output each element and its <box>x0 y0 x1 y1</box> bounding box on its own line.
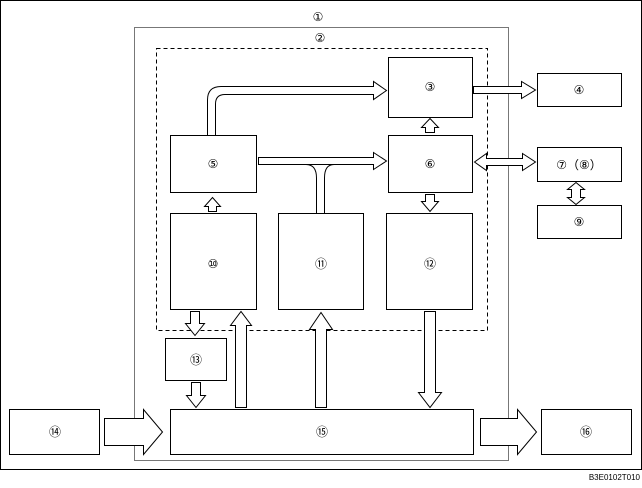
block-4 <box>537 73 622 107</box>
arrow-3-to-4 <box>473 80 537 100</box>
label-11: ⑪ <box>315 257 327 271</box>
label-16: ⑯ <box>580 425 592 439</box>
block-3 <box>388 57 473 118</box>
arrow-14-to-15 <box>104 408 164 456</box>
block-13 <box>165 338 227 381</box>
arrow-15-to-10 <box>229 310 253 408</box>
arrow-6-to-12 <box>420 194 440 213</box>
arrow-5-to-6 <box>258 151 388 171</box>
label-6: ⑥ <box>425 157 436 171</box>
arrow-13-to-15 <box>185 382 207 409</box>
arrow-7-8-to-9 <box>566 181 586 206</box>
arrow-6-to-7-8 <box>473 152 537 172</box>
arrow-15-to-16 <box>480 408 538 456</box>
block-5 <box>170 135 257 193</box>
arrow-12-to-15 <box>417 311 443 409</box>
block-6 <box>388 135 473 193</box>
block-10 <box>170 213 257 310</box>
arrow-5-to-3 <box>207 80 388 136</box>
block-9 <box>537 205 622 239</box>
block-14 <box>9 409 100 455</box>
label-15: ⑮ <box>316 425 328 439</box>
block-16 <box>541 409 632 455</box>
label-12: ⑫ <box>424 257 436 271</box>
enclosure-1 <box>134 27 509 461</box>
label-10: ⑩ <box>208 257 219 271</box>
arrow-6-to-3 <box>420 117 440 133</box>
label-13: ⑬ <box>190 353 202 367</box>
label-2: ② <box>315 31 326 45</box>
label-7-8: ⑦（⑧） <box>556 158 602 172</box>
arrow-10-to-13 <box>184 311 206 337</box>
label-3: ③ <box>425 80 436 94</box>
block-7-8 <box>537 147 622 182</box>
block-12 <box>386 213 473 310</box>
arrow-15-to-11 <box>308 311 334 408</box>
label-1: ① <box>313 10 324 24</box>
label-4: ④ <box>574 83 585 97</box>
figure-code: B3E0102T010 <box>589 473 641 482</box>
block-15 <box>170 409 474 455</box>
label-14: ⑭ <box>49 425 61 439</box>
label-9: ⑨ <box>574 215 585 229</box>
arrow-10-to-5 <box>203 196 222 212</box>
arrow-11-to-6 <box>305 164 335 214</box>
label-5: ⑤ <box>208 157 219 171</box>
